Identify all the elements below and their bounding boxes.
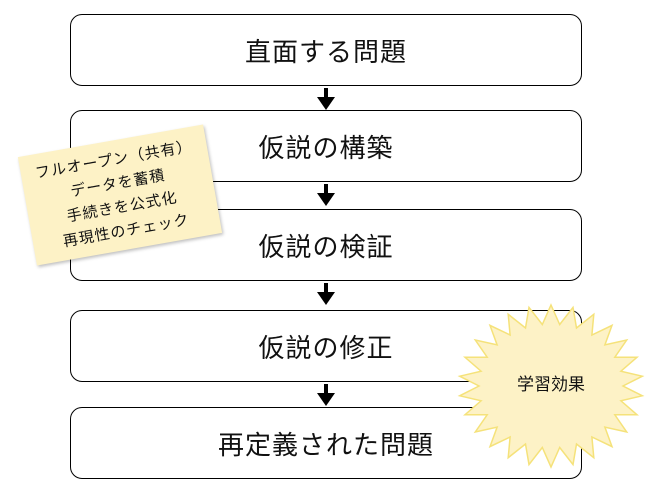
down-arrow-icon: [317, 384, 335, 406]
learning-effect-label: 学習効果: [456, 302, 646, 470]
step-box-problem: 直面する問題: [70, 14, 582, 86]
step-label: 仮説の修正: [258, 333, 394, 364]
starburst-polygon: [457, 303, 645, 469]
step-label: 仮説の構築: [258, 133, 394, 164]
step-label: 仮説の検証: [258, 232, 394, 263]
starburst-shape: [457, 303, 645, 469]
burst-text: 学習効果: [517, 374, 585, 395]
step-box-hypothesis-verification: 仮説の検証: [70, 209, 582, 281]
step-label: 直面する問題: [244, 37, 407, 68]
down-arrow-icon: [317, 283, 335, 305]
step-label: 再定義された問題: [217, 430, 434, 461]
down-arrow-icon: [317, 184, 335, 206]
down-arrow-icon: [317, 88, 335, 110]
